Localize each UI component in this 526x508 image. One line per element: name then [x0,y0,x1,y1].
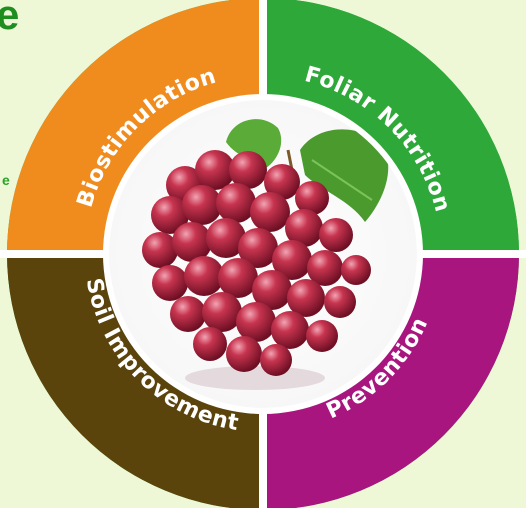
grapes-image [109,100,417,408]
cropped-title-fragment: e [0,0,20,38]
cropped-side-fragment: e [2,172,10,188]
